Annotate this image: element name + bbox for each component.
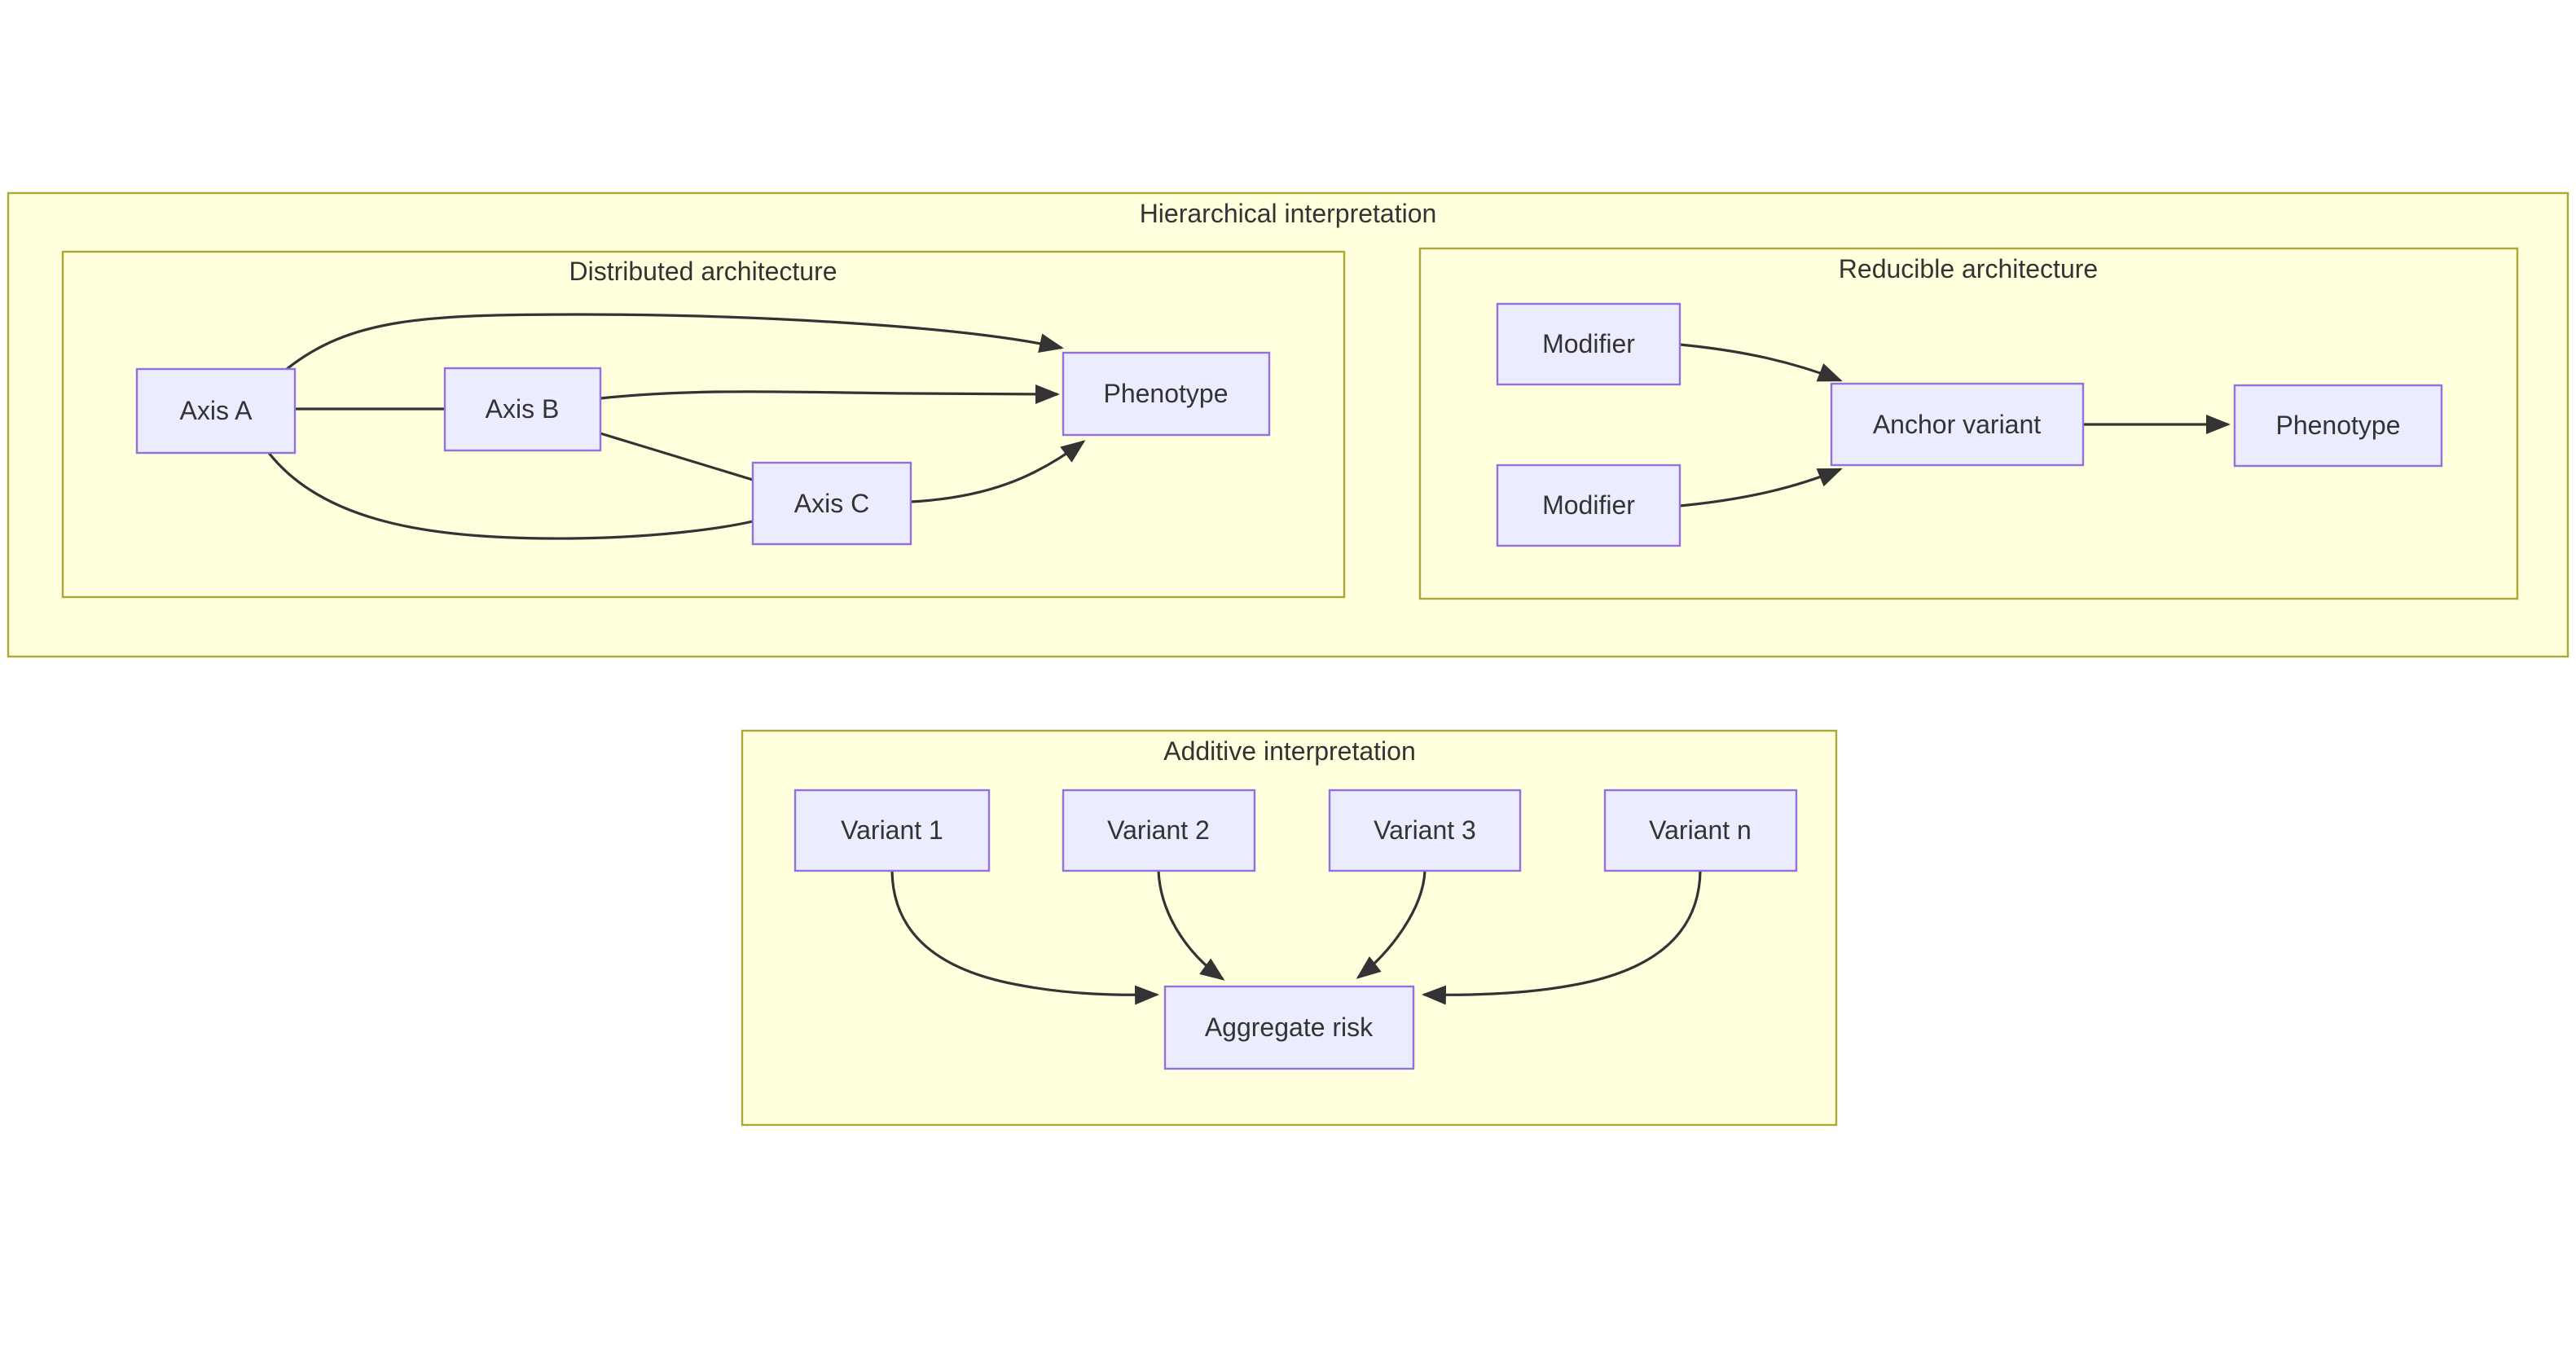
edge-axis-a-to-phenotype [286, 313, 1064, 371]
node-phenotype-distributed-label: Phenotype [1103, 379, 1228, 408]
node-modifier-bottom-box [1496, 464, 1681, 547]
node-variant-3-label: Variant 3 [1374, 815, 1476, 845]
edge-variant-n-to-aggregate [1422, 870, 1702, 1005]
edge-modifier-top-to-anchor [1679, 343, 1843, 382]
node-axis-b-label: Axis B [486, 394, 560, 424]
node-variant-3-box [1328, 789, 1522, 872]
node-variant-1: Variant 1 [793, 789, 991, 872]
node-axis-a-box [135, 367, 297, 455]
node-aggregate-risk-label: Aggregate risk [1205, 1013, 1374, 1042]
edge-modifier-bottom-to-anchor [1679, 468, 1843, 507]
edge-axis-c-to-phenotype [910, 440, 1086, 503]
edge-axis-b-to-phenotype [600, 384, 1060, 404]
cluster-additive-title: Additive interpretation [1163, 736, 1416, 766]
edge-axis-a-to-axis-c [267, 452, 754, 540]
cluster-reducible-title: Reducible architecture [1839, 254, 2098, 283]
edge-variant-1-to-aggregate [890, 870, 1159, 1005]
node-axis-a: Axis A [135, 367, 297, 455]
node-variant-2-label: Variant 2 [1107, 815, 1210, 845]
edge-axis-b-to-axis-c [600, 432, 754, 481]
node-axis-b-box [443, 367, 602, 452]
cluster-distributed-title: Distributed architecture [569, 257, 837, 286]
node-anchor-variant-box [1830, 382, 2085, 467]
node-phenotype-reducible: Phenotype [2233, 384, 2443, 468]
node-variant-n-box [1603, 789, 1798, 872]
cluster-hierarchical-title: Hierarchical interpretation [1140, 199, 1437, 228]
node-variant-2: Variant 2 [1062, 789, 1256, 872]
node-modifier-bottom: Modifier [1496, 464, 1681, 547]
node-variant-1-label: Variant 1 [841, 815, 943, 845]
node-variant-n-label: Variant n [1649, 815, 1752, 845]
node-modifier-bottom-label: Modifier [1542, 490, 1635, 520]
node-anchor-variant-label: Anchor variant [1873, 410, 2041, 439]
node-axis-c-label: Axis C [794, 489, 869, 518]
node-modifier-top-box [1496, 302, 1681, 386]
edge-variant-3-to-aggregate [1356, 870, 1426, 979]
node-variant-2-box [1062, 789, 1256, 872]
node-axis-a-label: Axis A [180, 396, 253, 425]
node-axis-c-box [751, 461, 912, 546]
node-modifier-top: Modifier [1496, 302, 1681, 386]
node-phenotype-distributed-box [1062, 351, 1271, 437]
edge-variant-2-to-aggregate [1157, 870, 1225, 981]
node-aggregate-risk: Aggregate risk [1163, 985, 1415, 1070]
node-phenotype-reducible-label: Phenotype [2275, 411, 2400, 440]
node-axis-c: Axis C [751, 461, 912, 546]
node-variant-3: Variant 3 [1328, 789, 1522, 872]
node-phenotype-reducible-box [2233, 384, 2443, 468]
node-aggregate-risk-box [1163, 985, 1415, 1070]
node-anchor-variant: Anchor variant [1830, 382, 2085, 467]
node-axis-b: Axis B [443, 367, 602, 452]
node-variant-n: Variant n [1603, 789, 1798, 872]
node-variant-1-box [793, 789, 991, 872]
node-modifier-top-label: Modifier [1542, 329, 1635, 358]
node-phenotype-distributed: Phenotype [1062, 351, 1271, 437]
